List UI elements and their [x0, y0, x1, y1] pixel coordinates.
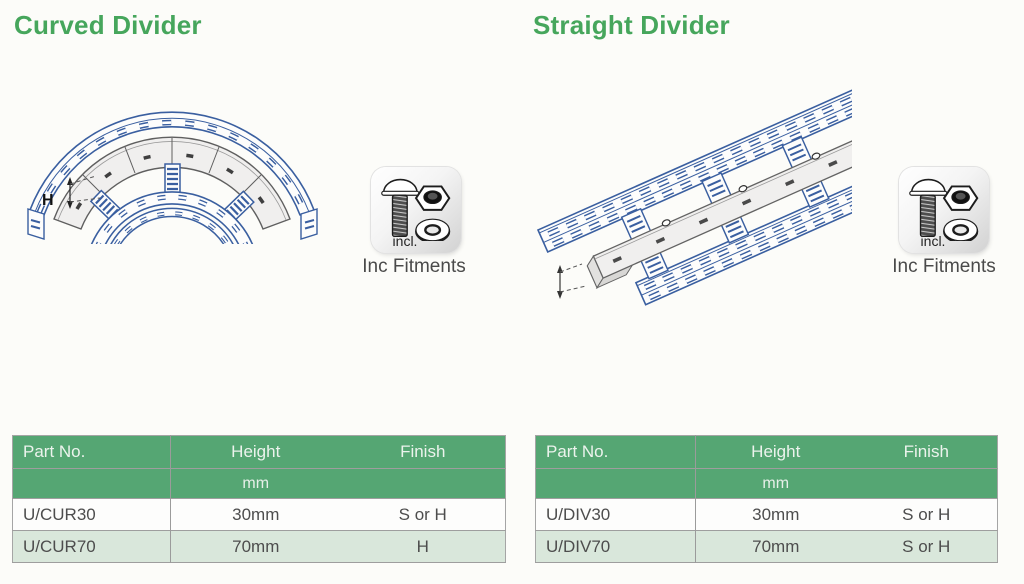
- height-cell: 30mm: [170, 498, 341, 531]
- part-no-cell: U/DIV70: [535, 530, 696, 563]
- inc-fitments-caption: Inc Fitments: [362, 256, 466, 277]
- unit-cell-mm: mm: [170, 468, 341, 499]
- incl-label: incl.: [392, 233, 418, 249]
- incl-fitments-badge: incl.: [899, 167, 989, 253]
- table-row: U/DIV70 70mm S or H: [535, 530, 998, 563]
- col-header-finish: Finish: [855, 435, 998, 469]
- curved-divider-title: Curved Divider: [14, 10, 202, 40]
- fitments-icon: [380, 178, 451, 241]
- unit-row: mm: [12, 468, 506, 499]
- height-cell: 30mm: [695, 498, 856, 531]
- fitments-icon: [908, 178, 979, 241]
- unit-cell-empty: [535, 468, 696, 499]
- incl-label: incl.: [920, 233, 946, 249]
- unit-cell-empty: [855, 468, 998, 499]
- height-dimension-marker: [557, 263, 587, 299]
- finish-cell: H: [340, 530, 506, 563]
- part-no-cell: U/CUR30: [12, 498, 171, 531]
- finish-cell: S or H: [855, 530, 998, 563]
- finish-cell: S or H: [340, 498, 506, 531]
- height-cell: 70mm: [695, 530, 856, 563]
- part-no-cell: U/CUR70: [12, 530, 171, 563]
- table-row: U/DIV30 30mm S or H: [535, 498, 998, 531]
- curved-divider-spec-table: Part No. Height Finish mm U/CUR30 30mm S…: [12, 435, 506, 563]
- header-row: Part No. Height Finish: [535, 435, 998, 469]
- unit-row: mm: [535, 468, 998, 499]
- height-cell: 70mm: [170, 530, 341, 563]
- height-dimension-marker: H: [42, 175, 101, 209]
- unit-cell-empty: [12, 468, 171, 499]
- part-no-cell: U/DIV30: [535, 498, 696, 531]
- finish-cell: S or H: [855, 498, 998, 531]
- col-header-part-no: Part No.: [535, 435, 696, 469]
- unit-cell-mm: mm: [695, 468, 856, 499]
- header-row: Part No. Height Finish: [12, 435, 506, 469]
- table-row: U/CUR70 70mm H: [12, 530, 506, 563]
- incl-fitments-badge: incl.: [371, 167, 461, 253]
- table-row: U/CUR30 30mm S or H: [12, 498, 506, 531]
- inc-fitments-caption: Inc Fitments: [892, 256, 996, 277]
- col-header-height: Height: [170, 435, 341, 469]
- curved-divider-illustration: H: [27, 111, 318, 244]
- col-header-finish: Finish: [340, 435, 506, 469]
- col-header-part-no: Part No.: [12, 435, 171, 469]
- straight-divider-title: Straight Divider: [533, 10, 730, 40]
- col-header-height: Height: [695, 435, 856, 469]
- dimension-label-h: H: [42, 192, 54, 209]
- straight-divider-spec-table: Part No. Height Finish mm U/DIV30 30mm S…: [535, 435, 998, 563]
- unit-cell-empty: [340, 468, 506, 499]
- straight-divider-illustration: [536, 84, 852, 306]
